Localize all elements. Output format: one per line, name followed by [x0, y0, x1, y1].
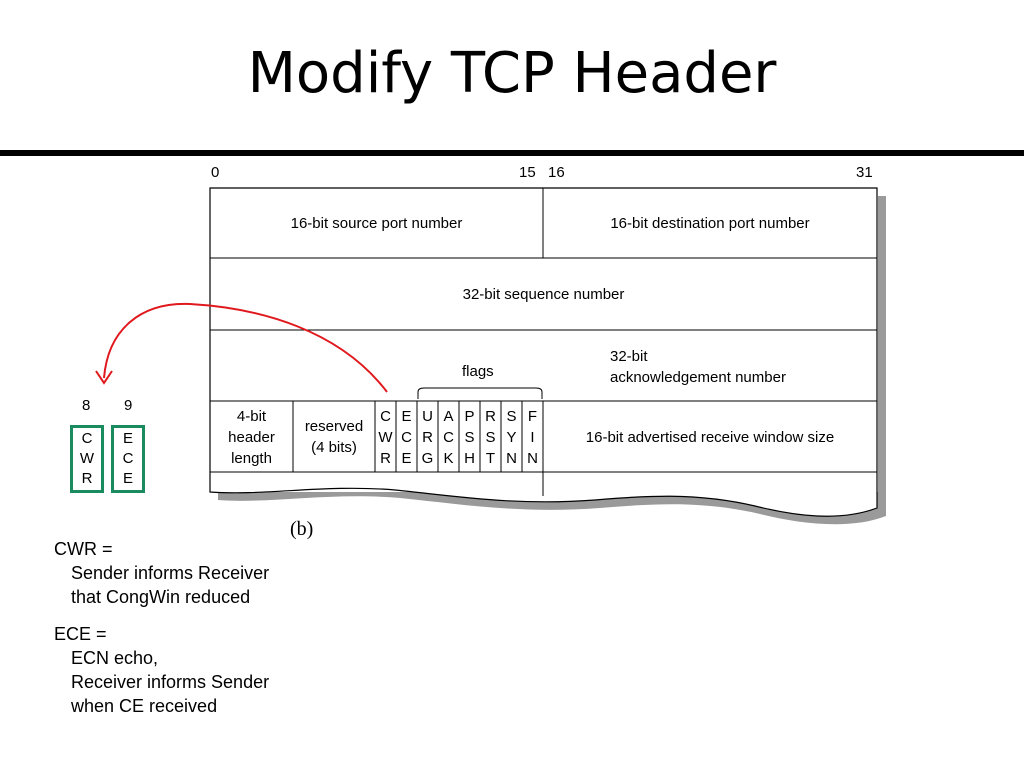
ece-char: E [122, 430, 133, 447]
flag-char: F [527, 407, 538, 425]
ece-term: ECE = [54, 624, 107, 644]
flag-char: C [401, 428, 412, 446]
reserved-line: reserved [304, 418, 364, 435]
bit-label-16: 16 [548, 164, 565, 181]
ece-desc-line: Receiver informs Sender [71, 672, 270, 692]
flag-char: T [485, 449, 496, 467]
header-length-line: length [231, 449, 272, 467]
window-size-field: 16-bit advertised receive window size [585, 428, 835, 446]
bit-9-label: 9 [124, 397, 133, 414]
flag-char: C [443, 428, 454, 446]
flag-char: W [378, 428, 393, 446]
cwr-description: CWR = Sender informs Receiver that CongW… [54, 537, 269, 609]
flag-char: R [380, 449, 391, 467]
flags-brace [417, 387, 543, 399]
flag-char: E [401, 449, 412, 467]
flag-char: Y [506, 428, 517, 446]
cwr-desc-line: that CongWin reduced [71, 587, 251, 607]
flag-char: G [421, 449, 434, 467]
cwr-char: R [81, 470, 93, 487]
ece-description: ECE = ECN echo, Receiver informs Sender … [54, 622, 269, 718]
header-length-line: 4-bit [236, 407, 267, 425]
sequence-field: 32-bit sequence number [462, 285, 625, 303]
flag-char: K [443, 449, 454, 467]
flag-char: C [380, 407, 391, 425]
flag-char: I [530, 428, 535, 446]
flag-char: E [401, 407, 412, 425]
ack-line-2: acknowledgement number [610, 369, 786, 386]
reserved-field: reserved (4 bits) [293, 402, 375, 472]
flag-char: N [506, 449, 517, 467]
bit-label-15: 15 [519, 164, 536, 181]
flag-char: R [485, 407, 496, 425]
bit-label-0: 0 [211, 164, 220, 181]
source-port-field: 16-bit source port number [290, 214, 463, 232]
flag-char: S [464, 428, 475, 446]
bit-label-31: 31 [856, 164, 873, 181]
flag-char: A [443, 407, 454, 425]
figure-label: (b) [290, 518, 314, 540]
ece-desc-line: ECN echo, [71, 648, 159, 668]
ack-field: 32-bit acknowledgement number [610, 346, 786, 388]
flag-char: U [422, 407, 433, 425]
flag-char: S [506, 407, 517, 425]
cwr-desc-line: Sender informs Receiver [71, 563, 270, 583]
ack-line-1: 32-bit [610, 348, 648, 365]
cwr-char: W [79, 450, 95, 467]
cwr-term: CWR = [54, 539, 113, 559]
callout-arrowhead [95, 370, 113, 385]
cwr-char: C [81, 430, 93, 447]
flag-char: S [485, 428, 496, 446]
title-divider [0, 150, 1024, 156]
bit-8-label: 8 [82, 397, 91, 414]
flag-char: H [464, 449, 475, 467]
callout-arrow [103, 302, 388, 393]
flag-char: N [527, 449, 538, 467]
reserved-line: (4 bits) [311, 439, 357, 456]
flags-label: flags [462, 363, 494, 380]
flag-char: R [422, 428, 433, 446]
ece-desc-line: when CE received [71, 696, 218, 716]
dest-port-field: 16-bit destination port number [610, 214, 810, 232]
header-length-field: 4-bit header length [210, 402, 293, 472]
header-length-line: header [228, 428, 275, 446]
flag-char: P [464, 407, 475, 425]
diagram-box [209, 187, 878, 517]
ece-char: C [122, 450, 134, 467]
slide-title: Modify TCP Header [247, 41, 777, 106]
ece-char: E [122, 470, 133, 487]
